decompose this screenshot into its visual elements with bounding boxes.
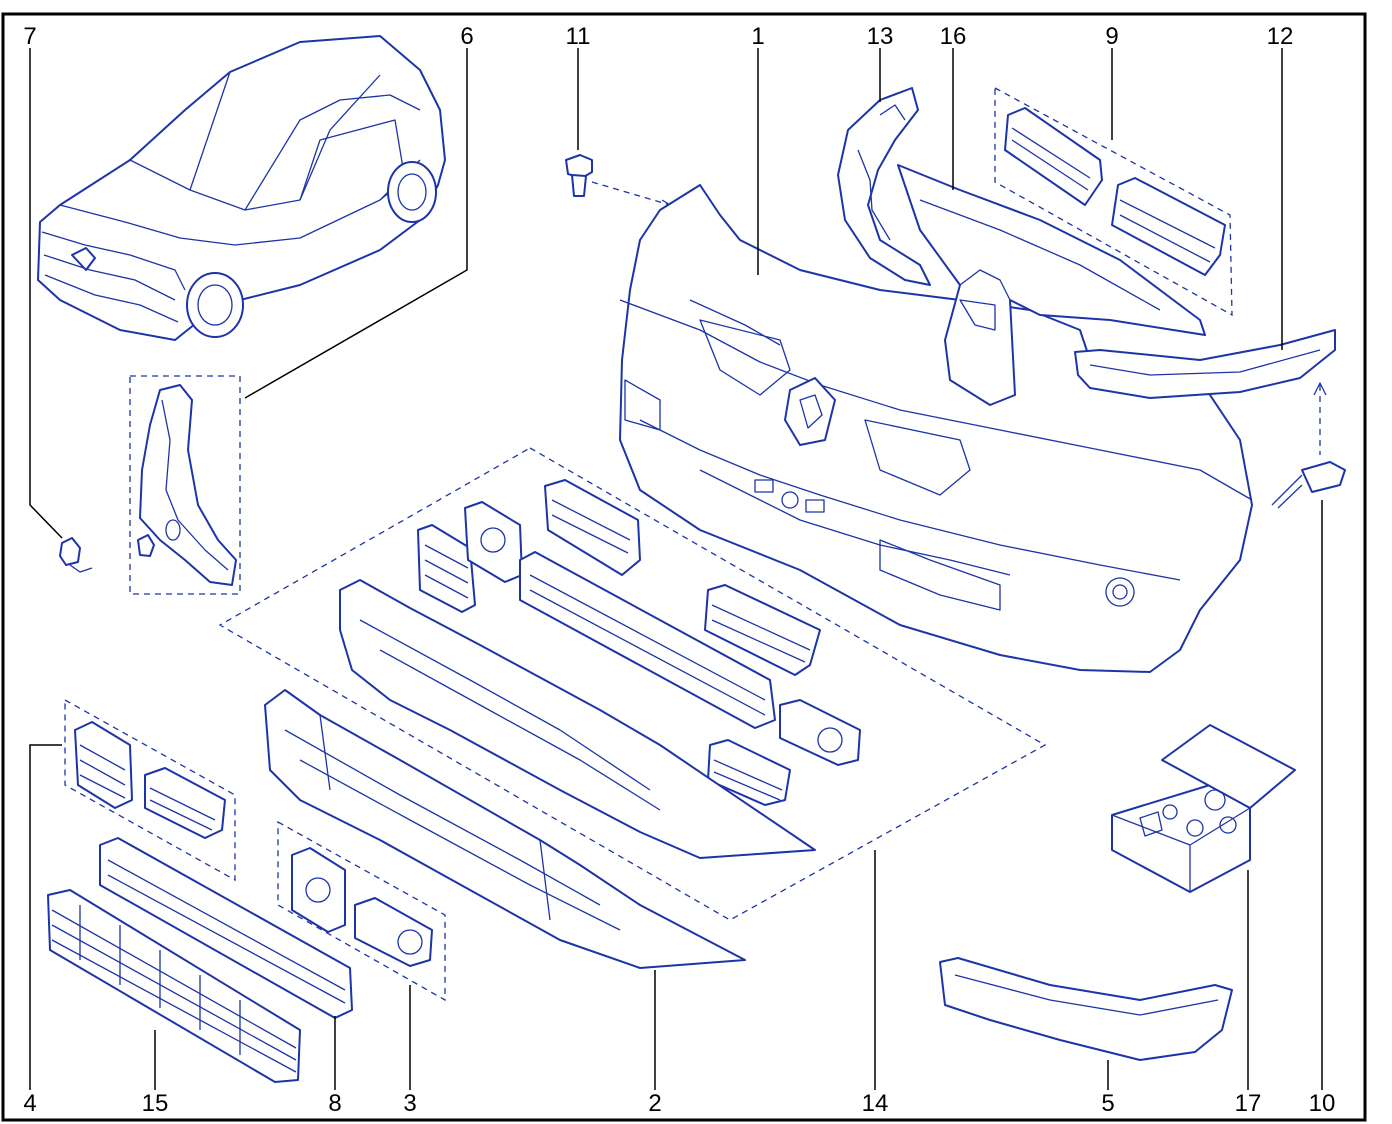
callout-4: 4 xyxy=(23,1090,36,1117)
callout-9: 9 xyxy=(1105,23,1118,50)
corner-trim-panel xyxy=(129,375,241,595)
callout-16: 16 xyxy=(940,23,967,50)
callout-10: 10 xyxy=(1309,1090,1336,1117)
callout-6: 6 xyxy=(460,23,473,50)
grille-set-left xyxy=(64,698,236,882)
lower-absorber xyxy=(264,689,746,969)
trim-kit-set xyxy=(218,447,1047,921)
callout-14: 14 xyxy=(862,1090,889,1117)
push-clip xyxy=(565,154,673,211)
front-bumper xyxy=(619,184,1253,673)
fastener-kit-box xyxy=(1111,724,1296,893)
callout-1: 1 xyxy=(751,23,764,50)
side-reinforcement xyxy=(837,87,931,286)
callout-labels: 7 6 11 1 13 16 9 12 4 15 8 3 2 14 5 17 1… xyxy=(23,23,1335,1117)
callout-2: 2 xyxy=(648,1090,661,1117)
callout-11: 11 xyxy=(566,23,591,50)
leader-lines xyxy=(29,48,1323,1090)
center-grille-frame xyxy=(99,837,353,1019)
bumper-trim-strip xyxy=(939,957,1233,1061)
callout-17: 17 xyxy=(1235,1090,1262,1117)
callout-13: 13 xyxy=(867,23,894,50)
towing-eye-cover xyxy=(59,537,93,573)
rivet-clip xyxy=(1271,461,1346,509)
callout-12: 12 xyxy=(1267,23,1294,50)
callout-5: 5 xyxy=(1101,1090,1114,1117)
center-support xyxy=(897,164,1206,406)
lower-mesh-grille xyxy=(47,889,301,1083)
callout-3: 3 xyxy=(403,1090,416,1117)
diagram-frame xyxy=(1,12,1367,1122)
callout-7: 7 xyxy=(23,23,36,50)
side-bracket xyxy=(1074,329,1336,455)
callout-15: 15 xyxy=(142,1090,169,1117)
callout-8: 8 xyxy=(328,1090,341,1117)
car-overview xyxy=(37,35,446,341)
upper-vent-grilles xyxy=(994,86,1233,317)
fog-lamp-surround-set xyxy=(277,820,446,1002)
